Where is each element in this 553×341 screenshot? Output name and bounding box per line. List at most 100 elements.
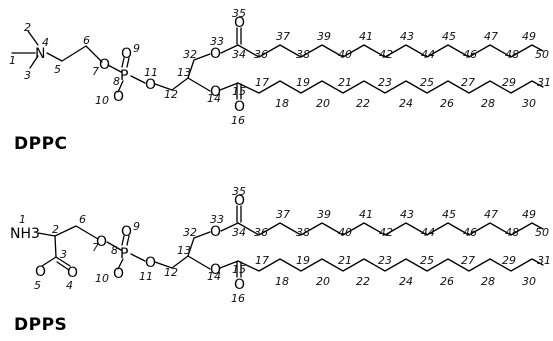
dpps-num-12: 12: [164, 266, 178, 279]
dpps-num-50: 50: [535, 226, 549, 239]
dppc-num-48: 48: [505, 48, 519, 61]
dppc-num-6: 6: [83, 34, 90, 47]
dpps-num-32: 32: [183, 226, 197, 239]
dpps-num-11: 11: [139, 270, 153, 283]
dpps-o10-atom: O: [113, 266, 124, 282]
dpps-num-43: 43: [400, 208, 414, 221]
dppc-num-37: 37: [276, 30, 290, 43]
dppc-o14-atom: O: [210, 84, 221, 100]
dppc-num-31: 31: [537, 76, 551, 89]
dpps-num-17: 17: [255, 254, 269, 267]
dpps-num-3: 3: [60, 248, 67, 261]
dppc-num-11: 11: [144, 66, 158, 79]
dppc-num-3: 3: [24, 69, 31, 82]
dppc-num-1: 1: [9, 54, 16, 67]
dppc-bonds: [11, 27, 544, 100]
dppc-o10-atom: O: [113, 89, 124, 105]
dpps-o5-atom: O: [35, 264, 46, 280]
dppc-o33-atom: O: [210, 46, 221, 62]
dppc-num-13: 13: [177, 66, 191, 79]
dppc-num-23: 23: [378, 76, 392, 89]
dppc-num-29: 29: [502, 76, 516, 89]
molecule-dppc: N O P O O O O O O O 1 2 3 4 5 6 7 8 9 10…: [9, 7, 551, 154]
dpps-num-7: 7: [92, 241, 99, 254]
dppc-atom-numbers: 1 2 3 4 5 6 7 8 9 10 11 12 13 14 15 16 1…: [9, 7, 551, 127]
dpps-bonds: [37, 205, 544, 278]
dpps-num-2: 2: [52, 223, 59, 236]
dpps-num-25: 25: [420, 254, 434, 267]
dpps-num-23: 23: [378, 254, 392, 267]
dppc-num-19: 19: [296, 76, 310, 89]
dppc-num-39: 39: [317, 30, 331, 43]
dppc-phosphorus-atom: P: [120, 68, 128, 84]
dppc-num-49: 49: [522, 30, 536, 43]
dppc-nitrogen-atom: N: [35, 46, 45, 62]
dpps-num-6: 6: [79, 213, 86, 226]
dpps-num-15: 15: [232, 263, 246, 276]
dpps-o9-atom: O: [121, 224, 132, 240]
dpps-num-36: 36: [254, 226, 268, 239]
dpps-num-8: 8: [111, 244, 118, 257]
dpps-num-45: 45: [442, 208, 456, 221]
dppc-num-20: 20: [316, 97, 330, 110]
dpps-nh3-group: NH3: [10, 226, 40, 242]
dpps-num-49: 49: [522, 208, 536, 221]
dpps-num-19: 19: [296, 254, 310, 267]
dppc-num-50: 50: [535, 48, 549, 61]
dppc-num-2: 2: [24, 21, 31, 34]
dppc-num-32: 32: [183, 48, 197, 61]
dpps-num-29: 29: [502, 254, 516, 267]
dppc-o35-atom: O: [234, 15, 245, 31]
dppc-num-9: 9: [133, 42, 140, 55]
dpps-num-48: 48: [505, 226, 519, 239]
dppc-num-30: 30: [522, 97, 536, 110]
dpps-num-42: 42: [379, 226, 393, 239]
dppc-num-25: 25: [420, 76, 434, 89]
dppc-num-41: 41: [359, 30, 373, 43]
dpps-num-22: 22: [356, 275, 370, 288]
dpps-num-14: 14: [207, 270, 221, 283]
dppc-num-24: 24: [399, 97, 413, 110]
dppc-num-16: 16: [231, 114, 245, 127]
dpps-num-5: 5: [34, 279, 41, 292]
dpps-num-20: 20: [316, 275, 330, 288]
dppc-o9-atom: O: [121, 46, 132, 62]
dpps-num-1: 1: [19, 213, 26, 226]
dppc-num-35: 35: [232, 7, 246, 20]
dppc-num-21: 21: [338, 76, 352, 89]
dpps-num-30: 30: [522, 275, 536, 288]
dppc-num-28: 28: [481, 97, 495, 110]
dppc-num-47: 47: [484, 30, 498, 43]
dpps-o33-atom: O: [210, 224, 221, 240]
dppc-num-27: 27: [461, 76, 475, 89]
dppc-num-26: 26: [440, 97, 454, 110]
dpps-num-44: 44: [421, 226, 435, 239]
dpps-o14-atom: O: [210, 262, 221, 278]
dpps-num-40: 40: [338, 226, 352, 239]
dppc-num-5: 5: [54, 63, 61, 76]
dpps-num-39: 39: [317, 208, 331, 221]
dpps-label: DPPS: [14, 315, 67, 335]
dpps-o35-atom: O: [234, 193, 245, 209]
dpps-num-31: 31: [537, 254, 551, 267]
dpps-num-10: 10: [95, 272, 109, 285]
dppc-num-40: 40: [338, 48, 352, 61]
dppc-num-8: 8: [113, 75, 120, 88]
dpps-num-27: 27: [461, 254, 475, 267]
dppc-label: DPPC: [14, 134, 68, 154]
dpps-num-4: 4: [66, 279, 73, 292]
dpps-num-35: 35: [232, 185, 246, 198]
dpps-num-38: 38: [296, 226, 310, 239]
dpps-num-18: 18: [275, 275, 289, 288]
dpps-o4-atom: O: [67, 265, 78, 281]
dppc-o16-atom: O: [234, 99, 245, 115]
dpps-num-16: 16: [231, 292, 245, 305]
dpps-atom-numbers: 1 2 3 4 5 6 7 8 9 10 11 12 13 14 15 16 1…: [19, 185, 551, 305]
dpps-o16-atom: O: [234, 277, 245, 293]
dppc-num-14: 14: [207, 92, 221, 105]
dppc-num-7: 7: [92, 65, 99, 78]
dpps-num-28: 28: [481, 275, 495, 288]
dpps-num-13: 13: [177, 244, 191, 257]
dppc-num-15: 15: [232, 85, 246, 98]
